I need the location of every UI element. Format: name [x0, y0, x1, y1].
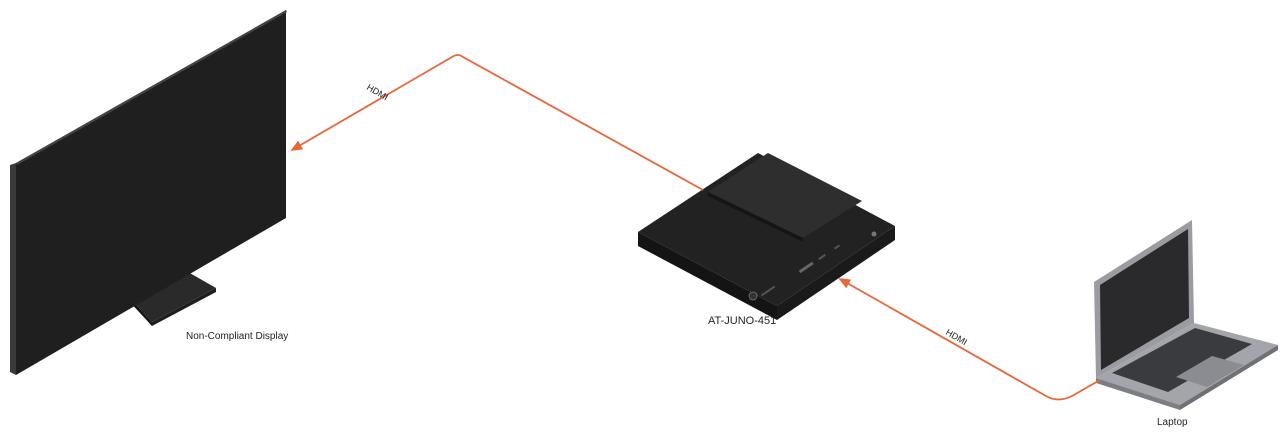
- display-screen: [16, 10, 286, 375]
- hdmi-cable-laptop-to-device: [838, 278, 1101, 401]
- cable-label-1: HDMI: [365, 82, 390, 102]
- at-juno-451-device: [638, 153, 895, 320]
- display-stand: [128, 272, 216, 322]
- laptop-device: [1094, 220, 1278, 410]
- display-device: [10, 10, 287, 375]
- display-label: Non-Compliant Display: [186, 331, 289, 342]
- hdmi-cable-device-to-display: [290, 54, 704, 191]
- device-label: AT-JUNO-451: [708, 315, 777, 327]
- laptop-label: Laptop: [1157, 417, 1188, 428]
